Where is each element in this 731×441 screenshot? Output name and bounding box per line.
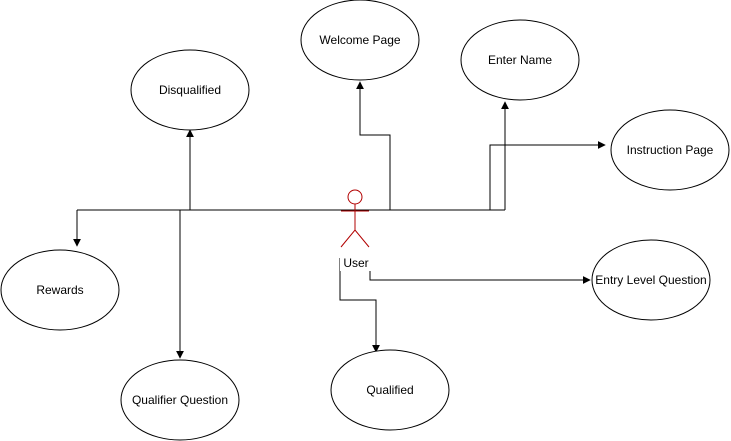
use-case-enter-name: Enter Name — [460, 19, 580, 101]
enter-name-label: Enter Name — [488, 53, 552, 67]
use-case-entry-level-question: Entry Level Question — [591, 239, 711, 321]
use-case-qualifier-question: Qualifier Question — [120, 359, 240, 441]
actor-legs — [340, 229, 370, 248]
qualified-label: Qualified — [366, 383, 413, 397]
instruction-page-label: Instruction Page — [627, 143, 714, 157]
actor-head — [347, 189, 363, 205]
edge-to-instruction-page — [489, 141, 606, 210]
use-case-qualified: Qualified — [330, 349, 450, 431]
actor-user: User — [340, 189, 372, 271]
actor-label-bg — [340, 255, 372, 271]
qualifier-question-label: Qualifier Question — [132, 393, 228, 407]
use-case-rewards: Rewards — [0, 249, 120, 331]
edge-to-qualified — [339, 258, 380, 353]
actor-label: User — [343, 256, 368, 270]
disqualified-label: Disqualified — [159, 83, 221, 97]
entry-level-question-label: Entry Level Question — [595, 273, 706, 287]
edge-to-entry-level-question — [369, 258, 591, 284]
use-case-instruction-page: Instruction Page — [610, 109, 730, 191]
welcome-page-label: Welcome Page — [319, 33, 400, 47]
use-case-disqualified: Disqualified — [130, 49, 250, 131]
use-case-welcome-page: Welcome Page — [300, 0, 420, 81]
edge-to-welcome-page — [356, 81, 391, 210]
rewards-label: Rewards — [36, 283, 83, 297]
